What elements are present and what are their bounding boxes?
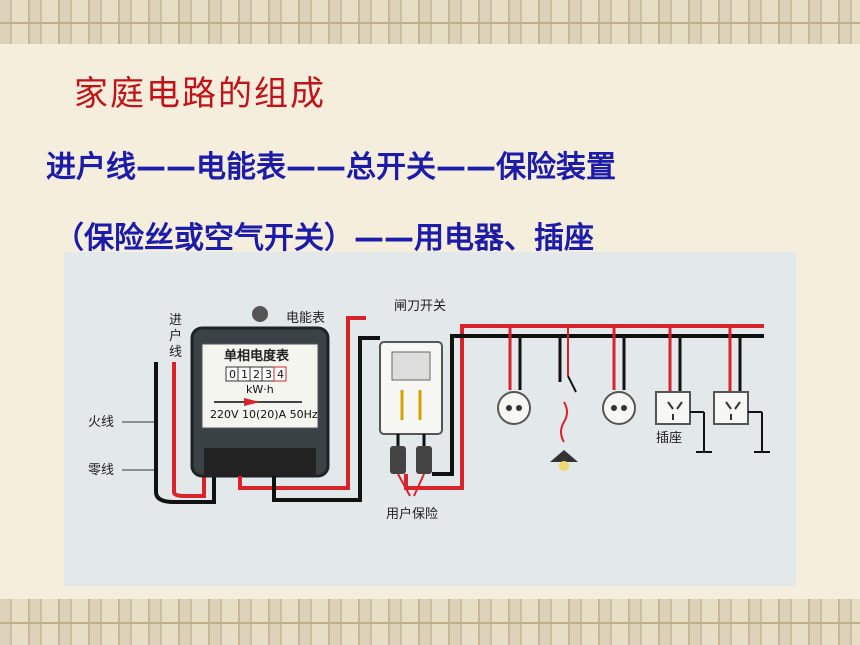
socket-label: 插座 [656, 431, 682, 446]
meter-unit: kW·h [246, 383, 274, 396]
svg-text:2: 2 [253, 368, 260, 381]
lamp [550, 450, 578, 462]
three-pin-socket-2 [713, 391, 749, 425]
incoming-line-label-2: 户 [169, 328, 182, 344]
live-bus [404, 324, 764, 490]
svg-text:3: 3 [265, 368, 272, 381]
fuse-left [390, 446, 406, 474]
meter-rating: 220V 10(20)A 50Hz [210, 408, 318, 421]
component-sequence-line-1: 进户线——电能表——总开关——保险装置 [46, 150, 616, 185]
live-wire-label: 火线 [88, 415, 114, 430]
decorative-border-bottom [0, 599, 860, 645]
component-sequence-line-2: （保险丝或空气开关）——用电器、插座 [54, 221, 594, 256]
meter-digits: 0 1 2 3 4 [225, 366, 287, 382]
household-circuit-diagram: 进 户 线 火线 零线 单相电度表 0 1 2 3 4 kW·h 220V 10… [64, 252, 796, 586]
meter-title: 单相电度表 [224, 348, 290, 364]
neutral-wire-label: 零线 [88, 463, 114, 478]
svg-text:1: 1 [241, 368, 248, 381]
fuse-label: 用户保险 [386, 506, 438, 522]
meter-label: 电能表 [286, 311, 325, 326]
lamp-switch [567, 375, 577, 393]
knife-switch-label: 闸刀开关 [394, 299, 446, 314]
meter-terminal-box [204, 448, 316, 476]
two-pin-socket-2 [602, 391, 636, 425]
two-pin-socket-1 [497, 391, 531, 425]
slide-title: 家庭电路的组成 [74, 74, 326, 114]
incoming-line-label-1: 进 [169, 313, 182, 328]
fuse-right [416, 446, 432, 474]
svg-text:4: 4 [277, 368, 284, 381]
decorative-border-top [0, 0, 860, 44]
incoming-line-label-3: 线 [169, 345, 182, 360]
energy-meter-face [201, 343, 319, 429]
circuit-diagram-svg: 进 户 线 火线 零线 单相电度表 0 1 2 3 4 kW·h 220V 10… [88, 299, 770, 522]
svg-text:0: 0 [229, 368, 236, 381]
